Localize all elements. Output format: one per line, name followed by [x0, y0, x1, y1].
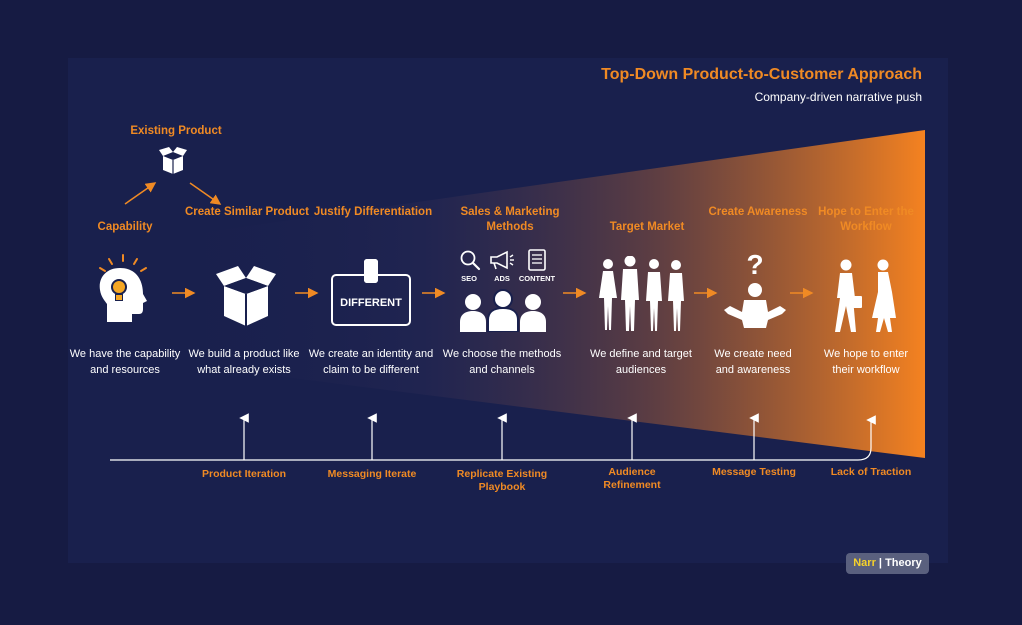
page-subtitle: Company-driven narrative push: [754, 90, 922, 104]
document-icon: [528, 249, 546, 271]
channel-seo-label: SEO: [461, 274, 477, 283]
step-sales-marketing-title: Sales & Marketing Methods: [460, 206, 560, 233]
channel-content-label: CONTENT: [518, 274, 556, 283]
feedback-label-messaging-iterate: Messaging Iterate: [327, 468, 417, 480]
step-workflow-desc: We hope to enter their workflow: [823, 348, 909, 376]
page-title: Top-Down Product-to-Customer Approach: [601, 66, 922, 83]
brand-name: Narr: [853, 557, 876, 569]
arrow-existing-to-create: [189, 182, 222, 205]
step-justify-title: Justify Differentiation: [313, 206, 433, 218]
feedback-label-audience-refinement: Audience Refinement: [603, 466, 661, 491]
brand-separator: |: [878, 557, 882, 569]
walking-people-icon: [835, 259, 896, 332]
step-target-market-title: Target Market: [609, 221, 685, 233]
badge-different-text: DIFFERENT: [340, 297, 402, 309]
feedback-label-product-iteration: Product Iteration: [201, 468, 286, 480]
step-target-market-desc: We define and target audiences: [590, 348, 692, 376]
step-awareness-title: Create Awareness: [708, 206, 808, 218]
step-awareness-desc: We create need and awareness: [714, 348, 792, 376]
arrow-capability-to-existing: [124, 182, 157, 205]
open-box-icon: [216, 266, 276, 326]
step-workflow-title: Hope to Enter the Workflow: [818, 206, 914, 233]
shrug-question-icon: ?: [724, 250, 786, 328]
step-capability-desc: We have the capability and resources: [69, 348, 181, 376]
head-lightbulb-icon: [99, 254, 147, 322]
existing-product-label: Existing Product: [130, 125, 222, 137]
megaphone-icon: [490, 250, 514, 270]
step-justify-desc: We create an identity and claim to be di…: [308, 348, 434, 376]
team-group-icon: [460, 289, 546, 332]
feedback-label-replicate-playbook: Replicate Existing Playbook: [456, 468, 548, 493]
channel-ads-label: ADS: [494, 274, 510, 283]
brand-logo: Narr | Theory: [846, 553, 929, 574]
feedback-baseline: [110, 415, 876, 461]
step-capability-title: Capability: [97, 221, 153, 233]
feedback-label-message-testing: Message Testing: [712, 466, 796, 478]
audience-wedge: [150, 130, 925, 458]
feedback-label-lack-of-traction: Lack of Traction: [830, 466, 912, 478]
id-badge-icon: [331, 259, 411, 326]
magnifier-icon: [460, 250, 481, 271]
step-create-similar-title: Create Similar Product: [185, 206, 309, 218]
step-sales-marketing-desc: We choose the methods and channels: [442, 348, 562, 376]
svg-text:?: ?: [746, 250, 763, 280]
brand-suffix: Theory: [885, 557, 922, 569]
open-box-small-icon: [159, 147, 187, 174]
step-create-similar-desc: We build a product like what already exi…: [188, 348, 300, 376]
audience-people-icon: [599, 256, 684, 331]
